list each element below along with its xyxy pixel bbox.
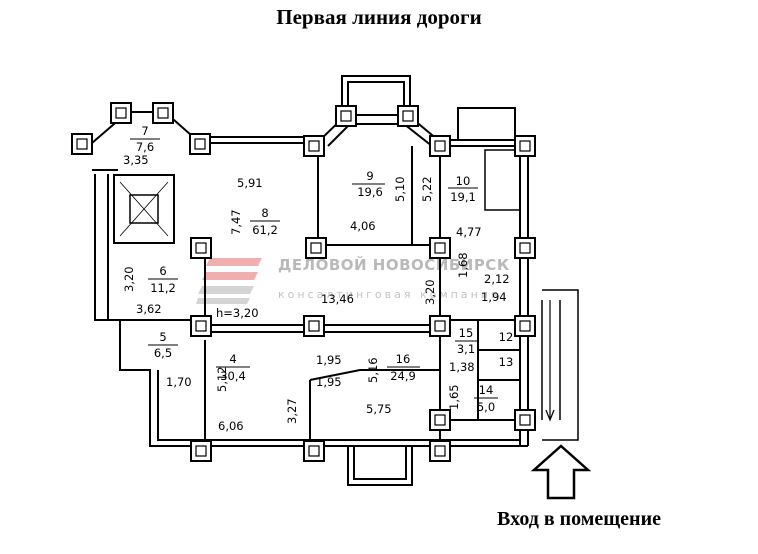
- room-10-number: 10: [456, 174, 471, 188]
- dimension-label: 6,06: [218, 419, 244, 433]
- dimension-label: 1,65: [447, 384, 461, 410]
- room-7-number: 7: [141, 124, 148, 138]
- plan-title: Первая линия дороги: [276, 5, 482, 29]
- watermark: ДЕЛОВОЙ НОВОСИБИРСК консалтинговая компа…: [196, 255, 510, 304]
- dimension-label: 5,91: [237, 176, 263, 190]
- dimension-label: 1,68: [456, 252, 470, 278]
- dimension-labels: 3,35 5,91 7,47 5,10 5,22 4,06 4,77 3,20 …: [122, 153, 510, 433]
- dimension-label: h=3,20: [216, 306, 259, 320]
- room-14-area: 5,0: [477, 400, 495, 414]
- dimension-label: 5,10: [393, 176, 407, 202]
- room-5-number: 5: [159, 330, 166, 344]
- dimension-label: 7,47: [229, 209, 243, 235]
- dimension-label: 3,35: [123, 153, 149, 167]
- room-8-area: 61,2: [252, 223, 278, 237]
- room-6-number: 6: [159, 264, 166, 278]
- dimension-label: 5,16: [366, 357, 380, 383]
- room-9-area: 19,6: [357, 185, 383, 199]
- room-15-number: 15: [459, 326, 474, 340]
- dimension-label: 1,70: [166, 375, 192, 389]
- room-16-area: 24,9: [390, 369, 416, 383]
- room-10-area: 19,1: [450, 190, 476, 204]
- dimension-label: 4,06: [350, 219, 376, 233]
- bay-windows: [341, 75, 516, 486]
- room-7-area: 7,6: [136, 140, 154, 154]
- room-5-area: 6,5: [154, 346, 172, 360]
- dimension-label: 1,38: [449, 360, 475, 374]
- dimension-label: 5,75: [366, 402, 392, 416]
- dimension-label: 3,20: [423, 279, 437, 305]
- entrance-arrow-icon: [530, 444, 592, 500]
- column-inner-marks: [76, 107, 531, 457]
- room-4-number: 4: [229, 352, 236, 366]
- room-14-number: 14: [479, 383, 494, 397]
- room-15-area: 3,1: [457, 342, 475, 356]
- room-6-area: 11,2: [150, 281, 176, 295]
- room-4-area: 30,4: [220, 369, 246, 383]
- dimension-label: 13,46: [321, 292, 354, 306]
- dimension-label: 5,22: [420, 176, 434, 202]
- room-8-number: 8: [261, 206, 268, 220]
- stairwell-box: [113, 174, 175, 244]
- exterior-staircase: [541, 289, 579, 441]
- dimension-label: 3,62: [136, 302, 162, 316]
- room-label-dividers: [130, 138, 498, 399]
- dimension-label: 3,27: [285, 398, 299, 424]
- watermark-name: ДЕЛОВОЙ НОВОСИБИРСК: [278, 255, 510, 274]
- dimension-label: 1,95: [316, 375, 342, 389]
- dimension-label: 3,20: [122, 266, 136, 292]
- room-13-number: 13: [499, 355, 514, 369]
- dimension-label: 4,77: [456, 225, 482, 239]
- room-9-number: 9: [366, 169, 373, 183]
- dimension-label: 5,12: [215, 366, 229, 392]
- watermark-logo-icon: [196, 258, 262, 304]
- dimension-label: 2,12: [484, 272, 510, 286]
- entrance-label: Вход в помещение: [497, 508, 661, 530]
- room-labels: 7 7,6 8 61,2 9 19,6 10 19,1 6 11,2 5 6,5…: [136, 124, 513, 414]
- room-12-number: 12: [499, 330, 514, 344]
- watermark-tagline: консалтинговая компания: [278, 288, 501, 301]
- dimension-label: 1,95: [316, 353, 342, 367]
- room-16-number: 16: [396, 352, 411, 366]
- dimension-label: 1,94: [481, 290, 507, 304]
